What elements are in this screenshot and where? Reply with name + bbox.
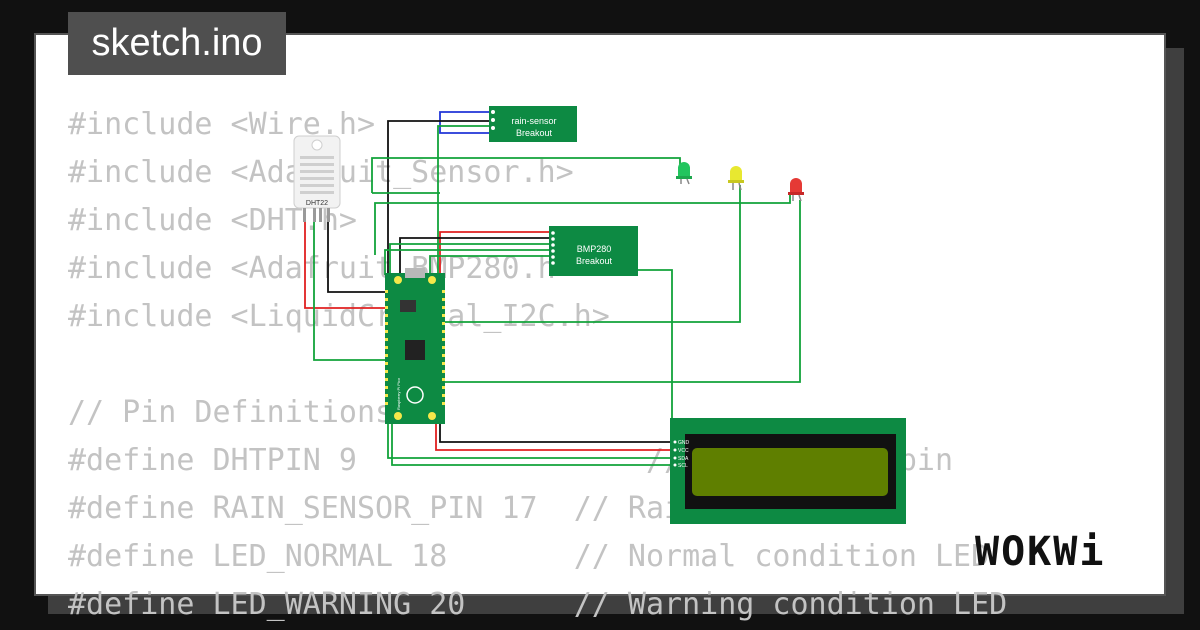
dht22-label: DHT22 bbox=[306, 200, 328, 207]
dht22-pin bbox=[327, 208, 330, 222]
wire-green bbox=[387, 420, 676, 459]
dht22-pin bbox=[313, 208, 316, 222]
wire-red bbox=[439, 231, 551, 275]
led-yellow[interactable] bbox=[728, 166, 744, 191]
wire-black bbox=[439, 420, 676, 443]
led-yellow-dome bbox=[730, 166, 742, 182]
led-green[interactable] bbox=[676, 162, 692, 185]
pico-chip bbox=[405, 340, 425, 360]
wire-red bbox=[304, 222, 388, 309]
lcd-pin-label: GND bbox=[678, 440, 690, 446]
code-line: #include <Wire.h> bbox=[68, 107, 376, 142]
bmp280-board bbox=[549, 226, 638, 276]
code-line: #include <DHT.h> bbox=[68, 203, 357, 238]
rain-sensor-breakout[interactable]: rain-sensor Breakout bbox=[489, 106, 577, 142]
rain-sensor-label-2: Breakout bbox=[516, 128, 553, 138]
dht22-grille bbox=[300, 156, 334, 194]
wire-green bbox=[636, 269, 673, 442]
pico-label: Raspberry Pi Pico bbox=[396, 377, 401, 410]
wire-green bbox=[391, 420, 676, 466]
lcd-pin-label: SCL bbox=[678, 463, 688, 469]
bmp280-label-2: Breakout bbox=[576, 256, 613, 266]
led-red[interactable] bbox=[788, 178, 804, 202]
led-green-leg bbox=[686, 178, 690, 185]
pico-flash-chip bbox=[400, 300, 416, 312]
pico-mount-hole bbox=[428, 276, 436, 284]
bmp280-pins bbox=[551, 231, 555, 265]
wokwi-logo[interactable]: WOKWi bbox=[975, 529, 1106, 575]
raspberry-logo-icon bbox=[406, 386, 424, 404]
preview-card[interactable]: #include <Wire.h> #include <Adafruit_Sens… bbox=[34, 33, 1166, 622]
wire-green bbox=[389, 243, 551, 275]
rain-sensor-label-1: rain-sensor bbox=[511, 116, 556, 126]
led-yellow-leg bbox=[738, 182, 742, 191]
dht22-pin bbox=[303, 208, 306, 222]
wire-black bbox=[399, 237, 551, 275]
wire-blue bbox=[439, 111, 490, 134]
rain-sensor-pin bbox=[491, 118, 495, 122]
lcd-screen bbox=[692, 448, 888, 496]
pico-usb-port bbox=[405, 268, 425, 278]
dht22-sensor[interactable]: DHT22 bbox=[293, 135, 341, 222]
dht22-mount-hole bbox=[311, 139, 323, 151]
pico-mount-hole bbox=[394, 276, 402, 284]
wire-green bbox=[384, 249, 551, 275]
project-title: sketch.ino bbox=[68, 12, 286, 75]
pico-pins-right bbox=[442, 290, 445, 405]
wire-black bbox=[387, 120, 490, 275]
pico-pins-left bbox=[385, 290, 388, 405]
wire-red bbox=[435, 420, 676, 451]
wire-green bbox=[374, 195, 791, 255]
led-red-rim bbox=[788, 192, 804, 195]
led-green-rim bbox=[676, 176, 692, 179]
led-green-dome bbox=[678, 162, 690, 178]
led-red-leg bbox=[798, 194, 802, 202]
code-line: #define LED_WARNING 20 // Warning condit… bbox=[68, 587, 1008, 622]
code-line: // Pin Definitions bbox=[68, 395, 394, 430]
code-line: #include <Adafruit_Sensor.h> bbox=[68, 155, 574, 190]
led-red-dome bbox=[790, 178, 802, 194]
pico-mount-hole bbox=[394, 412, 402, 420]
wires bbox=[304, 111, 801, 466]
wire-green bbox=[371, 157, 681, 193]
led-yellow-rim bbox=[728, 180, 744, 183]
rain-sensor-board bbox=[489, 106, 577, 142]
code-line: #define LED_NORMAL 18 // Normal conditio… bbox=[68, 539, 990, 574]
wire-black bbox=[327, 222, 390, 293]
wire-green bbox=[313, 222, 388, 361]
lcd-pin-label: SDA bbox=[678, 456, 689, 462]
wire-green bbox=[429, 255, 551, 275]
lcd-display[interactable]: GND VCC SDA SCL bbox=[670, 418, 906, 524]
rain-sensor-pin bbox=[491, 126, 495, 130]
lcd-pin-label: VCC bbox=[678, 448, 689, 454]
pico-mount-hole bbox=[428, 412, 436, 420]
bmp280-label-1: BMP280 bbox=[577, 244, 612, 254]
rain-sensor-pin bbox=[491, 110, 495, 114]
lcd-pins bbox=[673, 440, 677, 467]
dht22-pin bbox=[319, 208, 322, 222]
bmp280-breakout[interactable]: BMP280 Breakout bbox=[549, 226, 638, 276]
raspberry-pi-pico[interactable]: Raspberry Pi Pico bbox=[385, 268, 445, 424]
wire-green bbox=[432, 185, 741, 323]
